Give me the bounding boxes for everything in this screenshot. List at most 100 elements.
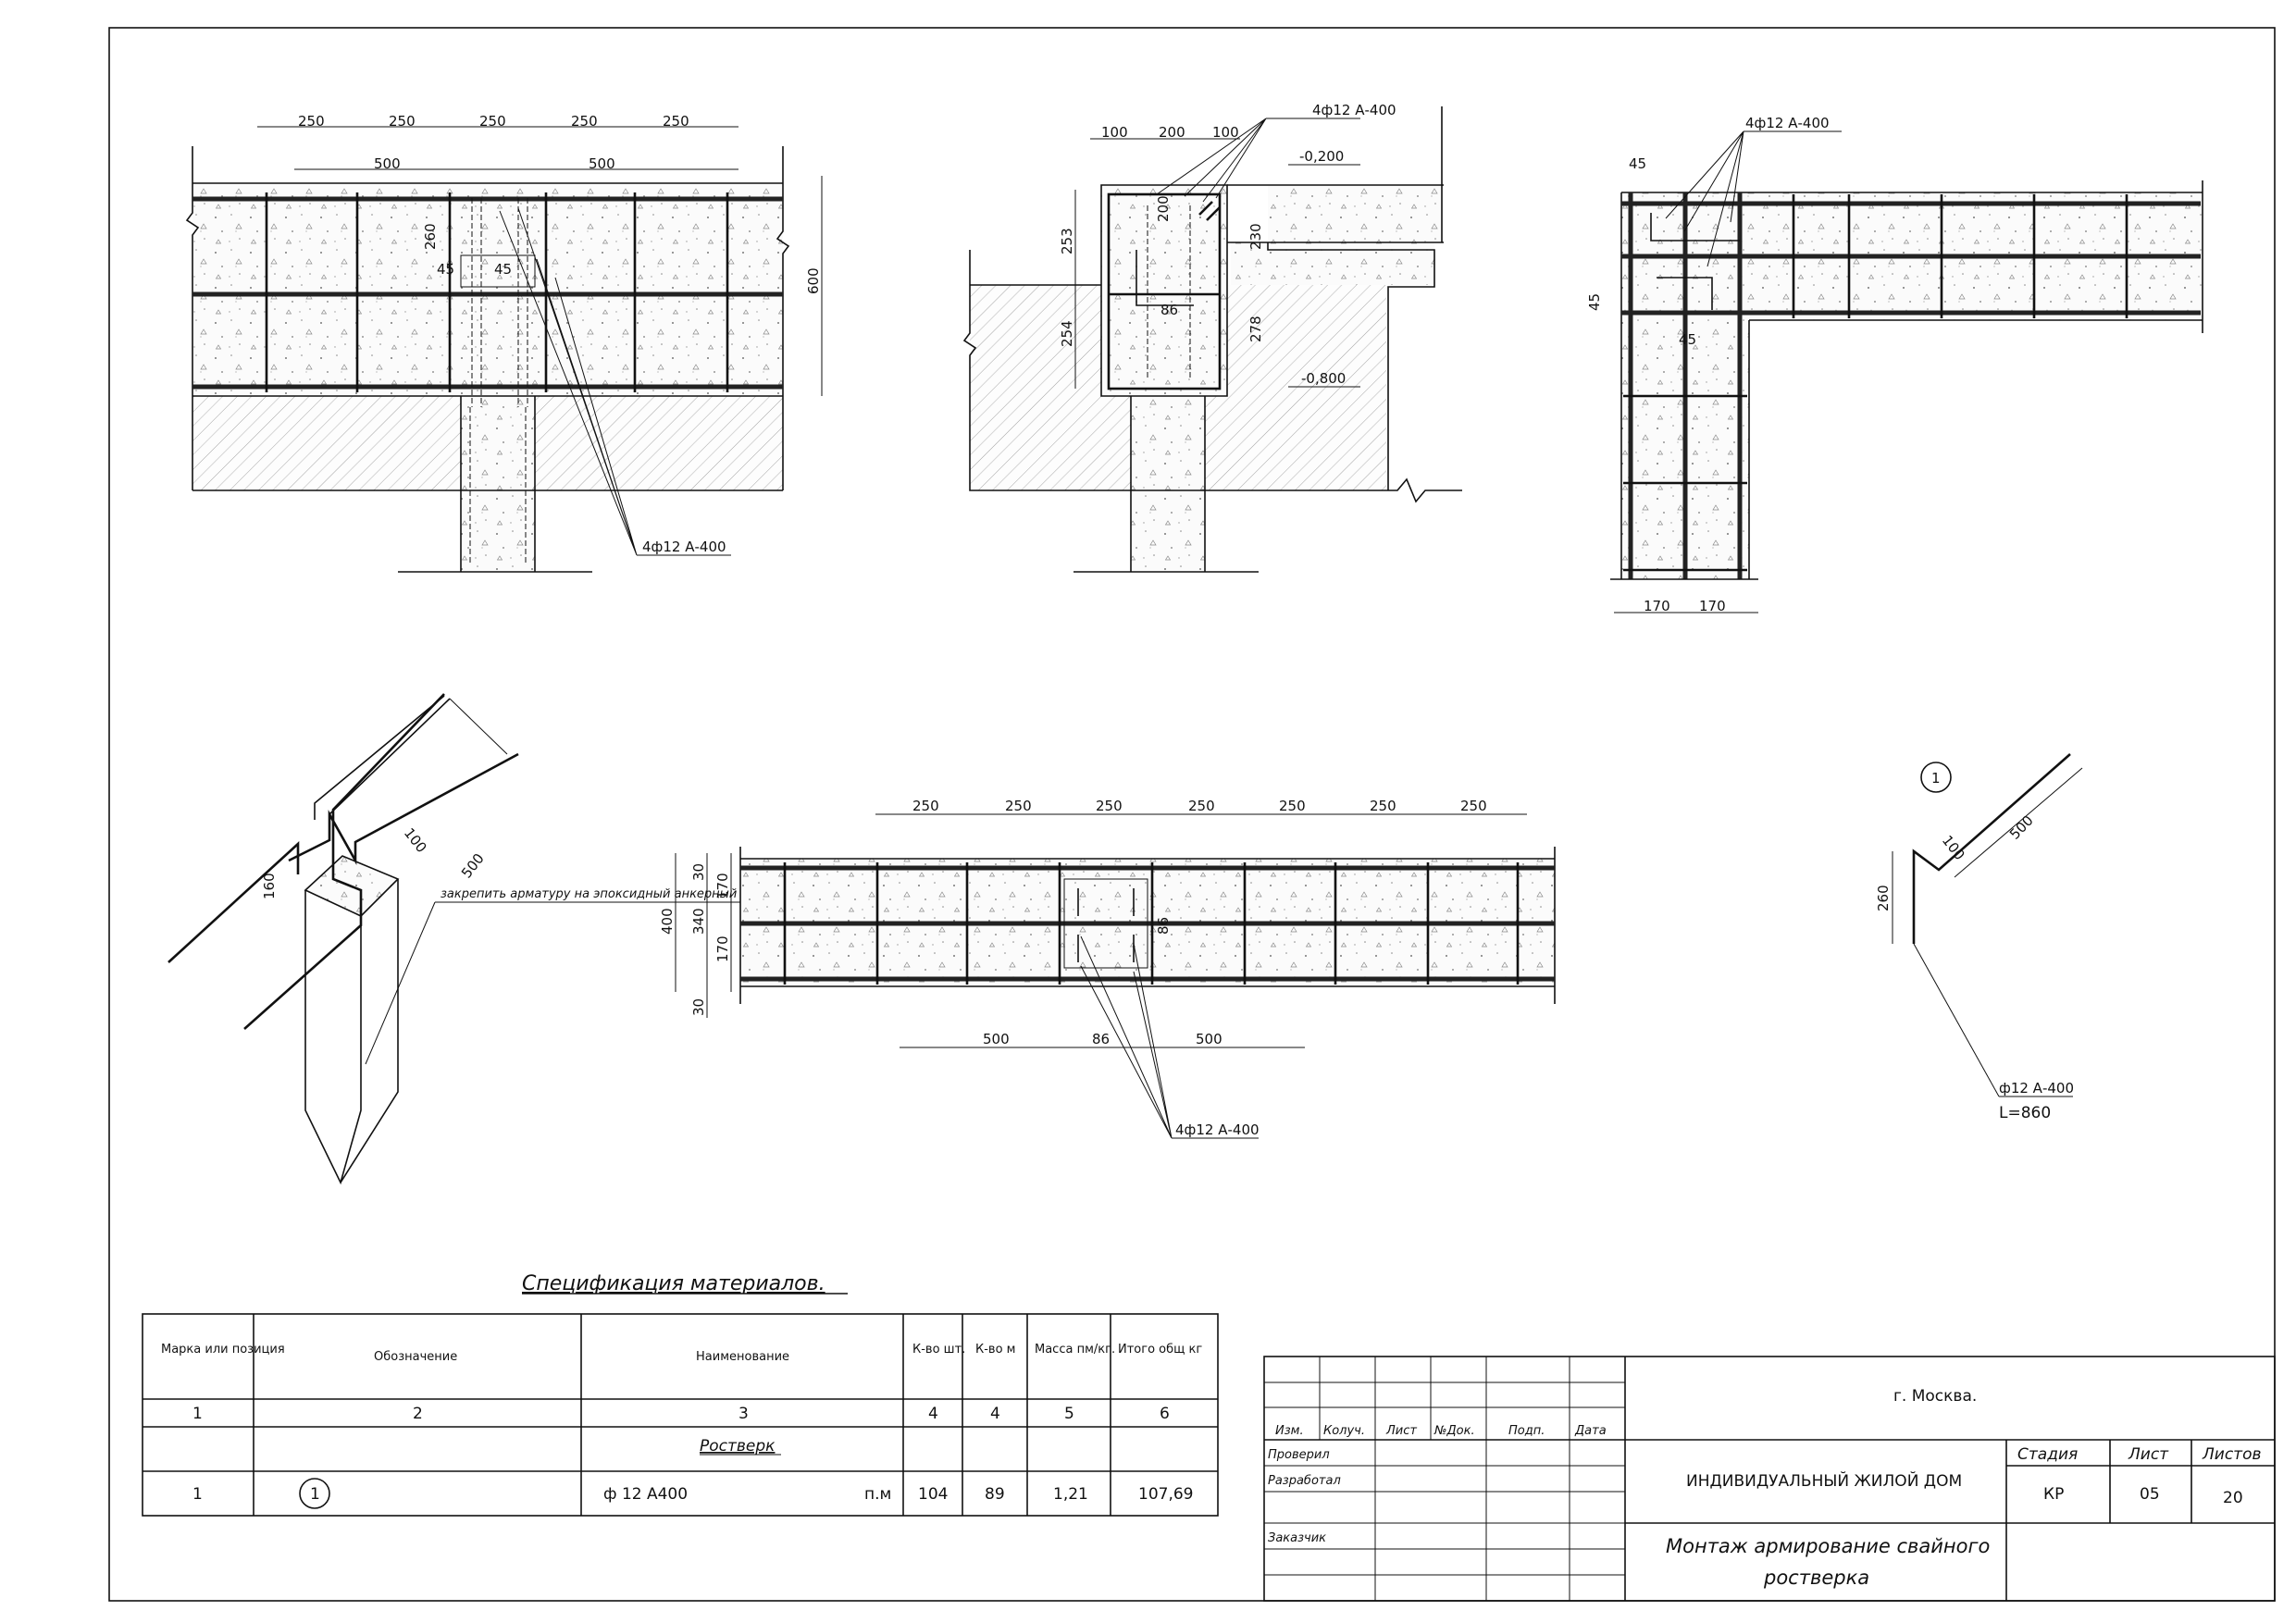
level-top: -0,200 bbox=[1299, 148, 1344, 165]
spec-row-qty-pcs: 104 bbox=[918, 1485, 948, 1504]
bar-length: L=860 bbox=[1999, 1104, 2051, 1122]
bar-position: 1 bbox=[1931, 770, 1941, 787]
plan-dim-340: 340 bbox=[690, 908, 707, 935]
dim-top-2: 250 bbox=[389, 113, 416, 130]
spec-row-circle bbox=[299, 1478, 330, 1509]
dim-260: 260 bbox=[422, 223, 439, 250]
callout-4f12-corner: 4ф12 А-400 bbox=[1745, 115, 1830, 131]
spec-n-3: 3 bbox=[738, 1405, 749, 1423]
spec-n-5: 5 bbox=[1064, 1405, 1074, 1423]
dim-100-b: 100 bbox=[1212, 124, 1239, 141]
plan-dim-30-top: 30 bbox=[690, 863, 707, 881]
spec-n-4b: 4 bbox=[990, 1405, 1000, 1423]
view-elevation-left: 250 250 250 250 250 500 500 600 260 45 4… bbox=[185, 113, 823, 573]
spec-h-designation: Обозначение bbox=[374, 1350, 457, 1364]
spec-table: Спецификация материалов. Марка или позиц… bbox=[142, 1272, 1219, 1517]
spec-h-total: Итого общ кг bbox=[1118, 1343, 1202, 1357]
stamp-sheet-label: Лист bbox=[2128, 1445, 2169, 1464]
dim-160: 160 bbox=[261, 873, 278, 899]
dim-600: 600 bbox=[805, 267, 822, 294]
stamp-h-koluch: Колуч. bbox=[1323, 1424, 1365, 1438]
dim-45-a: 45 bbox=[437, 261, 454, 278]
dim-500-iso: 500 bbox=[458, 850, 488, 882]
dim-278: 278 bbox=[1247, 316, 1264, 342]
spec-h-mark: Марка или позиция bbox=[161, 1343, 285, 1357]
dim-200: 200 bbox=[1159, 124, 1185, 141]
stamp-role-checked: Проверил bbox=[1268, 1448, 1330, 1462]
sheet-frame bbox=[108, 27, 2276, 1602]
stamp-role-developed: Разработал bbox=[1268, 1474, 1341, 1488]
dim-230: 230 bbox=[1247, 223, 1264, 250]
plan-dim-30-bottom: 30 bbox=[690, 998, 707, 1016]
stamp-city: г. Москва. bbox=[1893, 1387, 1977, 1406]
spec-row-total: 107,69 bbox=[1138, 1485, 1193, 1504]
stamp-stage-label: Стадия bbox=[2017, 1445, 2078, 1464]
spec-title: Спецификация материалов. bbox=[522, 1272, 825, 1295]
bar-dim-100: 100 bbox=[1939, 832, 1968, 863]
spec-row-mass: 1,21 bbox=[1053, 1485, 1088, 1504]
plan-dim-400: 400 bbox=[659, 908, 676, 935]
spec-row-mark: 1 bbox=[192, 1485, 203, 1504]
plan-dim-170-a: 170 bbox=[714, 873, 731, 899]
stamp-stage: КР bbox=[2043, 1485, 2064, 1504]
dim-500-right: 500 bbox=[589, 155, 615, 172]
plan-dim-1: 250 bbox=[912, 798, 939, 814]
stamp-sheet: 05 bbox=[2140, 1485, 2160, 1504]
title-block: Изм. Колуч. Лист №Док. Подп. Дата Провер… bbox=[1263, 1356, 2276, 1602]
spec-row-name: ф 12 А400 bbox=[603, 1485, 688, 1504]
stamp-sheets-label: Листов bbox=[2202, 1445, 2262, 1464]
stamp-h-sign: Подп. bbox=[1508, 1424, 1545, 1438]
bar-label: ф12 А-400 bbox=[1999, 1080, 2074, 1096]
view-corner-plan: 45 45 45 170 170 4ф12 А-400 bbox=[1586, 115, 2203, 614]
view-cross-section: 100 200 100 253 254 200 230 278 86 4ф12 … bbox=[962, 102, 1462, 573]
dim-45-top: 45 bbox=[1629, 155, 1646, 172]
dim-45-inner: 45 bbox=[1679, 331, 1696, 348]
spec-section: Ростверк bbox=[700, 1437, 776, 1456]
dim-top-3: 250 bbox=[479, 113, 506, 130]
callout-4f12-left: 4ф12 А-400 bbox=[642, 539, 726, 555]
plan-dim-86: 86 bbox=[1092, 1031, 1110, 1047]
spec-h-name: Наименование bbox=[696, 1350, 789, 1364]
dim-top-4: 250 bbox=[571, 113, 598, 130]
view-plan-strip: 250 250 250 250 250 250 250 400 340 30 1… bbox=[659, 798, 1556, 1139]
note-epoxy: закрепить арматуру на эпоксидный анкерны… bbox=[441, 887, 771, 901]
dim-45-b: 45 bbox=[494, 261, 512, 278]
dim-top-5: 250 bbox=[663, 113, 689, 130]
dim-253: 253 bbox=[1059, 228, 1075, 254]
dim-100-iso: 100 bbox=[401, 824, 430, 856]
bar-dim-500: 500 bbox=[2006, 812, 2037, 843]
bar-dim-260: 260 bbox=[1875, 885, 1892, 911]
stamp-h-izm: Изм. bbox=[1275, 1424, 1304, 1438]
plan-dim-5: 250 bbox=[1279, 798, 1306, 814]
stamp-role-customer: Заказчик bbox=[1268, 1531, 1326, 1545]
callout-4f12-section: 4ф12 А-400 bbox=[1312, 102, 1396, 118]
plan-dim-500-right: 500 bbox=[1196, 1031, 1222, 1047]
dim-500-left: 500 bbox=[374, 155, 401, 172]
spec-h-mass: Масса пм/кг. bbox=[1035, 1343, 1115, 1357]
plan-dim-2: 250 bbox=[1005, 798, 1032, 814]
stamp-h-date: Дата bbox=[1574, 1424, 1607, 1438]
spec-n-1: 1 bbox=[192, 1405, 203, 1423]
stamp-project: ИНДИВИДУАЛЬНЫЙ ЖИЛОЙ ДОМ bbox=[1686, 1470, 1962, 1491]
spec-h-qty-pcs: К-во шт. bbox=[912, 1343, 965, 1357]
stamp-title-2: ростверка bbox=[1763, 1567, 1869, 1589]
plan-dim-7: 250 bbox=[1460, 798, 1487, 814]
plan-dim-4: 250 bbox=[1188, 798, 1215, 814]
stamp-title-1: Монтаж армирование свайного bbox=[1666, 1535, 1990, 1557]
dim-200-v: 200 bbox=[1155, 195, 1172, 222]
dim-100-a: 100 bbox=[1101, 124, 1128, 141]
plan-dim-6: 250 bbox=[1370, 798, 1396, 814]
stamp-h-doc: №Док. bbox=[1433, 1424, 1475, 1438]
view-isometric: 160 100 500 закрепить арматуру на эпокси… bbox=[168, 693, 787, 1185]
callout-4f12-plan: 4ф12 А-400 bbox=[1175, 1121, 1260, 1138]
view-bar-shape: 1 260 100 500 ф12 А-400 L=860 bbox=[1875, 753, 2083, 1122]
spec-n-2: 2 bbox=[413, 1405, 423, 1423]
spec-row-unit: п.м bbox=[864, 1485, 891, 1504]
dim-254: 254 bbox=[1059, 320, 1075, 347]
plan-dim-3: 250 bbox=[1096, 798, 1123, 814]
stamp-sheets: 20 bbox=[2223, 1489, 2243, 1507]
level-bottom: -0,800 bbox=[1301, 370, 1346, 387]
spec-n-4: 4 bbox=[928, 1405, 938, 1423]
plan-dim-86-v: 86 bbox=[1155, 917, 1172, 935]
